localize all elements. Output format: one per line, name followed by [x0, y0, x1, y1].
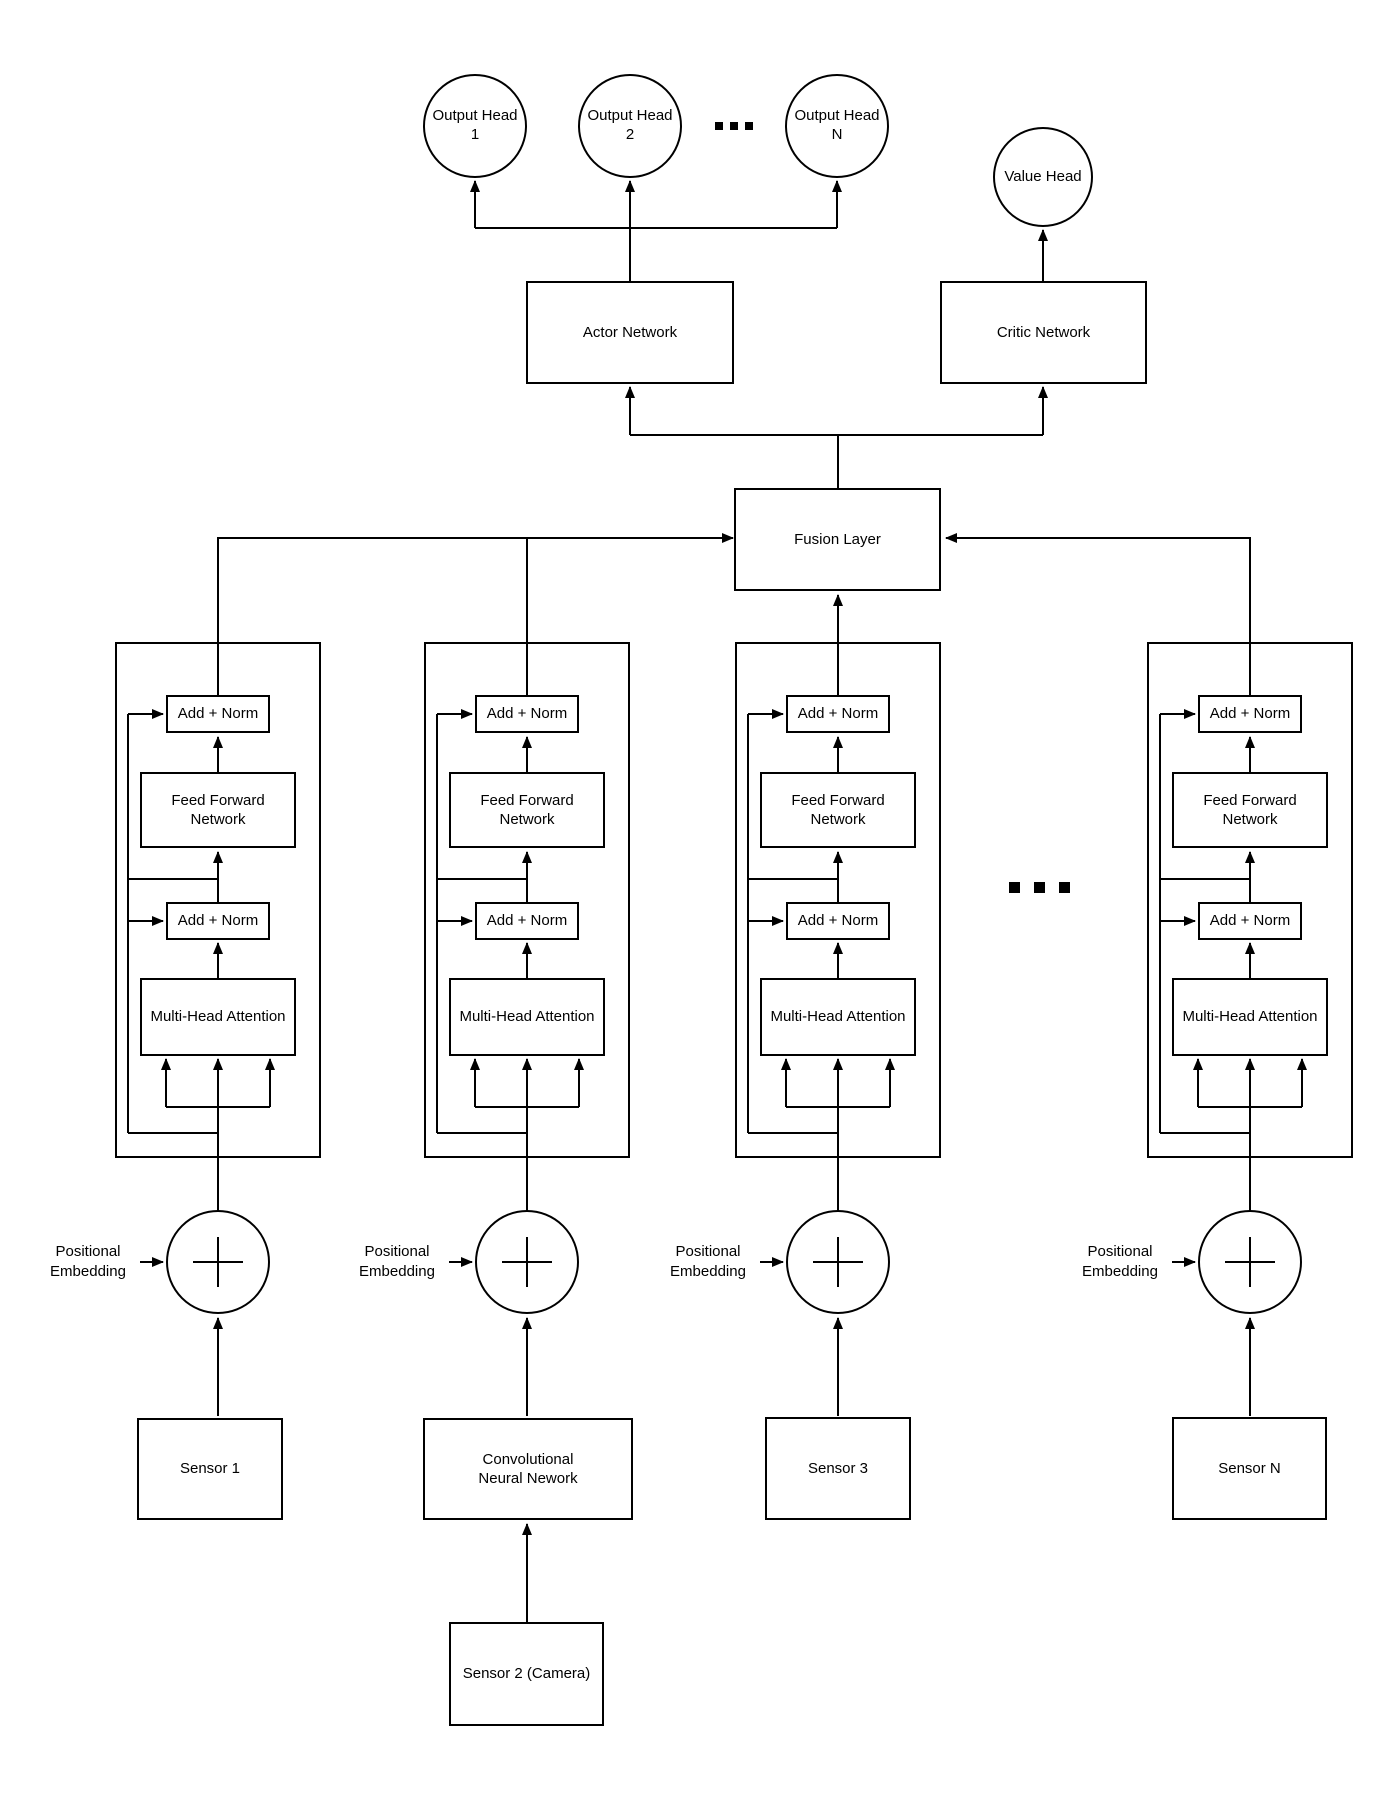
multi-head-attention-1: Multi-Head Attention: [140, 978, 296, 1056]
positional-embedding-label-n: Positional Embedding: [1082, 1242, 1158, 1280]
fusion-to-actor-critic-connectors: [625, 386, 1048, 488]
positional-embedding-label-2: Positional Embedding: [359, 1242, 435, 1280]
output-head-1-node: Output Head 1: [423, 74, 527, 178]
feed-forward-network-2: Feed Forward Network: [449, 772, 605, 848]
multi-head-attention-n: Multi-Head Attention: [1172, 978, 1328, 1056]
critic-network-box: Critic Network: [940, 281, 1147, 384]
convolutional-neural-network-box: Convolutional Neural Nework: [423, 1418, 633, 1520]
multi-head-attention-2: Multi-Head Attention: [449, 978, 605, 1056]
multi-head-attention-3: Multi-Head Attention: [760, 978, 916, 1056]
add-norm-bottom-1: Add + Norm: [166, 902, 270, 940]
add-norm-bottom-n: Add + Norm: [1198, 902, 1302, 940]
add-norm-top-n: Add + Norm: [1198, 695, 1302, 733]
positional-embedding-label-1: Positional Embedding: [50, 1242, 126, 1280]
feed-forward-network-n: Feed Forward Network: [1172, 772, 1328, 848]
output-head-n-node: Output Head N: [785, 74, 889, 178]
sensor-2-camera-box: Sensor 2 (Camera): [449, 1622, 604, 1726]
add-norm-top-1: Add + Norm: [166, 695, 270, 733]
actor-network-box: Actor Network: [526, 281, 734, 384]
actor-to-output-heads-connectors: [470, 180, 842, 281]
add-norm-bottom-2: Add + Norm: [475, 902, 579, 940]
positional-embedding-label-3: Positional Embedding: [670, 1242, 746, 1280]
ellipsis-icon: [715, 122, 753, 130]
add-norm-bottom-3: Add + Norm: [786, 902, 890, 940]
output-head-2-node: Output Head 2: [578, 74, 682, 178]
sensor-3-box: Sensor 3: [765, 1417, 911, 1520]
value-head-node: Value Head: [993, 127, 1093, 227]
sensor-1-box: Sensor 1: [137, 1418, 283, 1520]
feed-forward-network-3: Feed Forward Network: [760, 772, 916, 848]
add-norm-top-3: Add + Norm: [786, 695, 890, 733]
add-norm-top-2: Add + Norm: [475, 695, 579, 733]
feed-forward-network-1: Feed Forward Network: [140, 772, 296, 848]
sensor-n-box: Sensor N: [1172, 1417, 1327, 1520]
fusion-layer-box: Fusion Layer: [734, 488, 941, 591]
ellipsis-icon: [1009, 882, 1070, 893]
